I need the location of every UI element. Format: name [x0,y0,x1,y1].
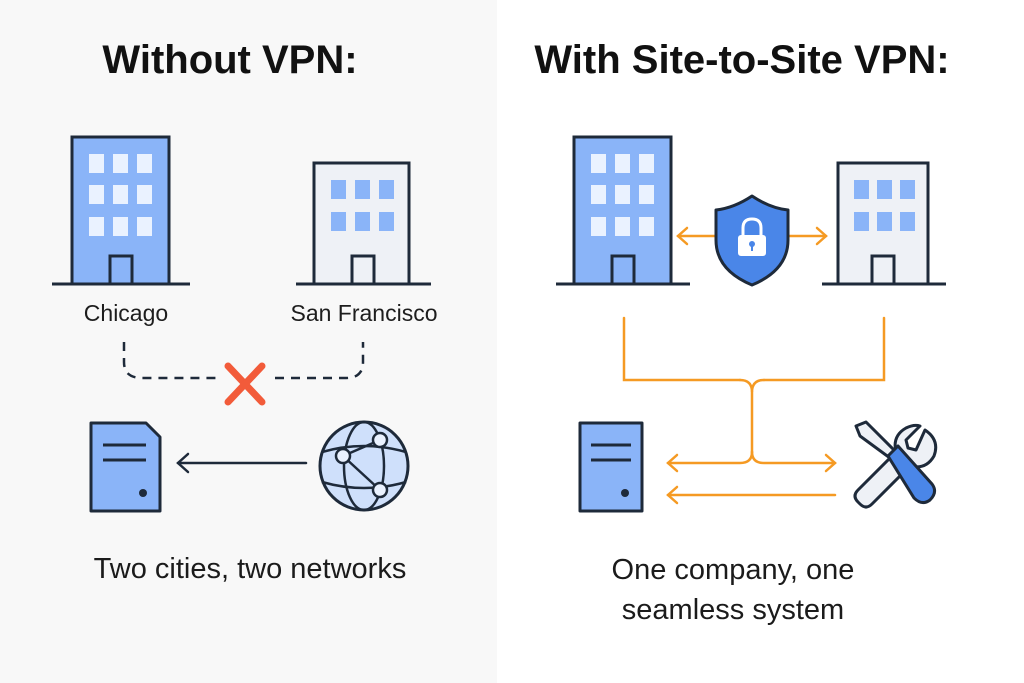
vpn-building-b-icon [822,161,946,286]
no-connection-x-icon [224,362,266,406]
vpn-network-lines [622,316,886,505]
with-vpn-title: With Site-to-Site VPN: [534,38,950,82]
chicago-building-icon [52,135,190,286]
left-arrow-icon [176,452,308,474]
server-document-icon [89,421,162,513]
broken-connection-line [122,342,222,380]
with-vpn-caption-line-2: seamless system [621,594,845,626]
right-panel-background [497,0,1024,683]
globe-network-icon [318,420,410,512]
san-francisco-label: San Francisco [290,300,438,326]
left-panel-background [0,0,497,683]
without-vpn-title: Without VPN: [102,38,358,82]
san-francisco-building-icon [296,161,431,286]
vpn-server-icon [578,421,644,513]
with-vpn-caption-line-1: One company, one [611,554,855,586]
tools-icon [853,420,938,509]
vpn-building-a-icon [556,135,690,286]
without-vpn-caption: Two cities, two networks [93,553,407,585]
chicago-label: Chicago [83,300,169,326]
vpn-shield-lock-icon [714,194,790,287]
